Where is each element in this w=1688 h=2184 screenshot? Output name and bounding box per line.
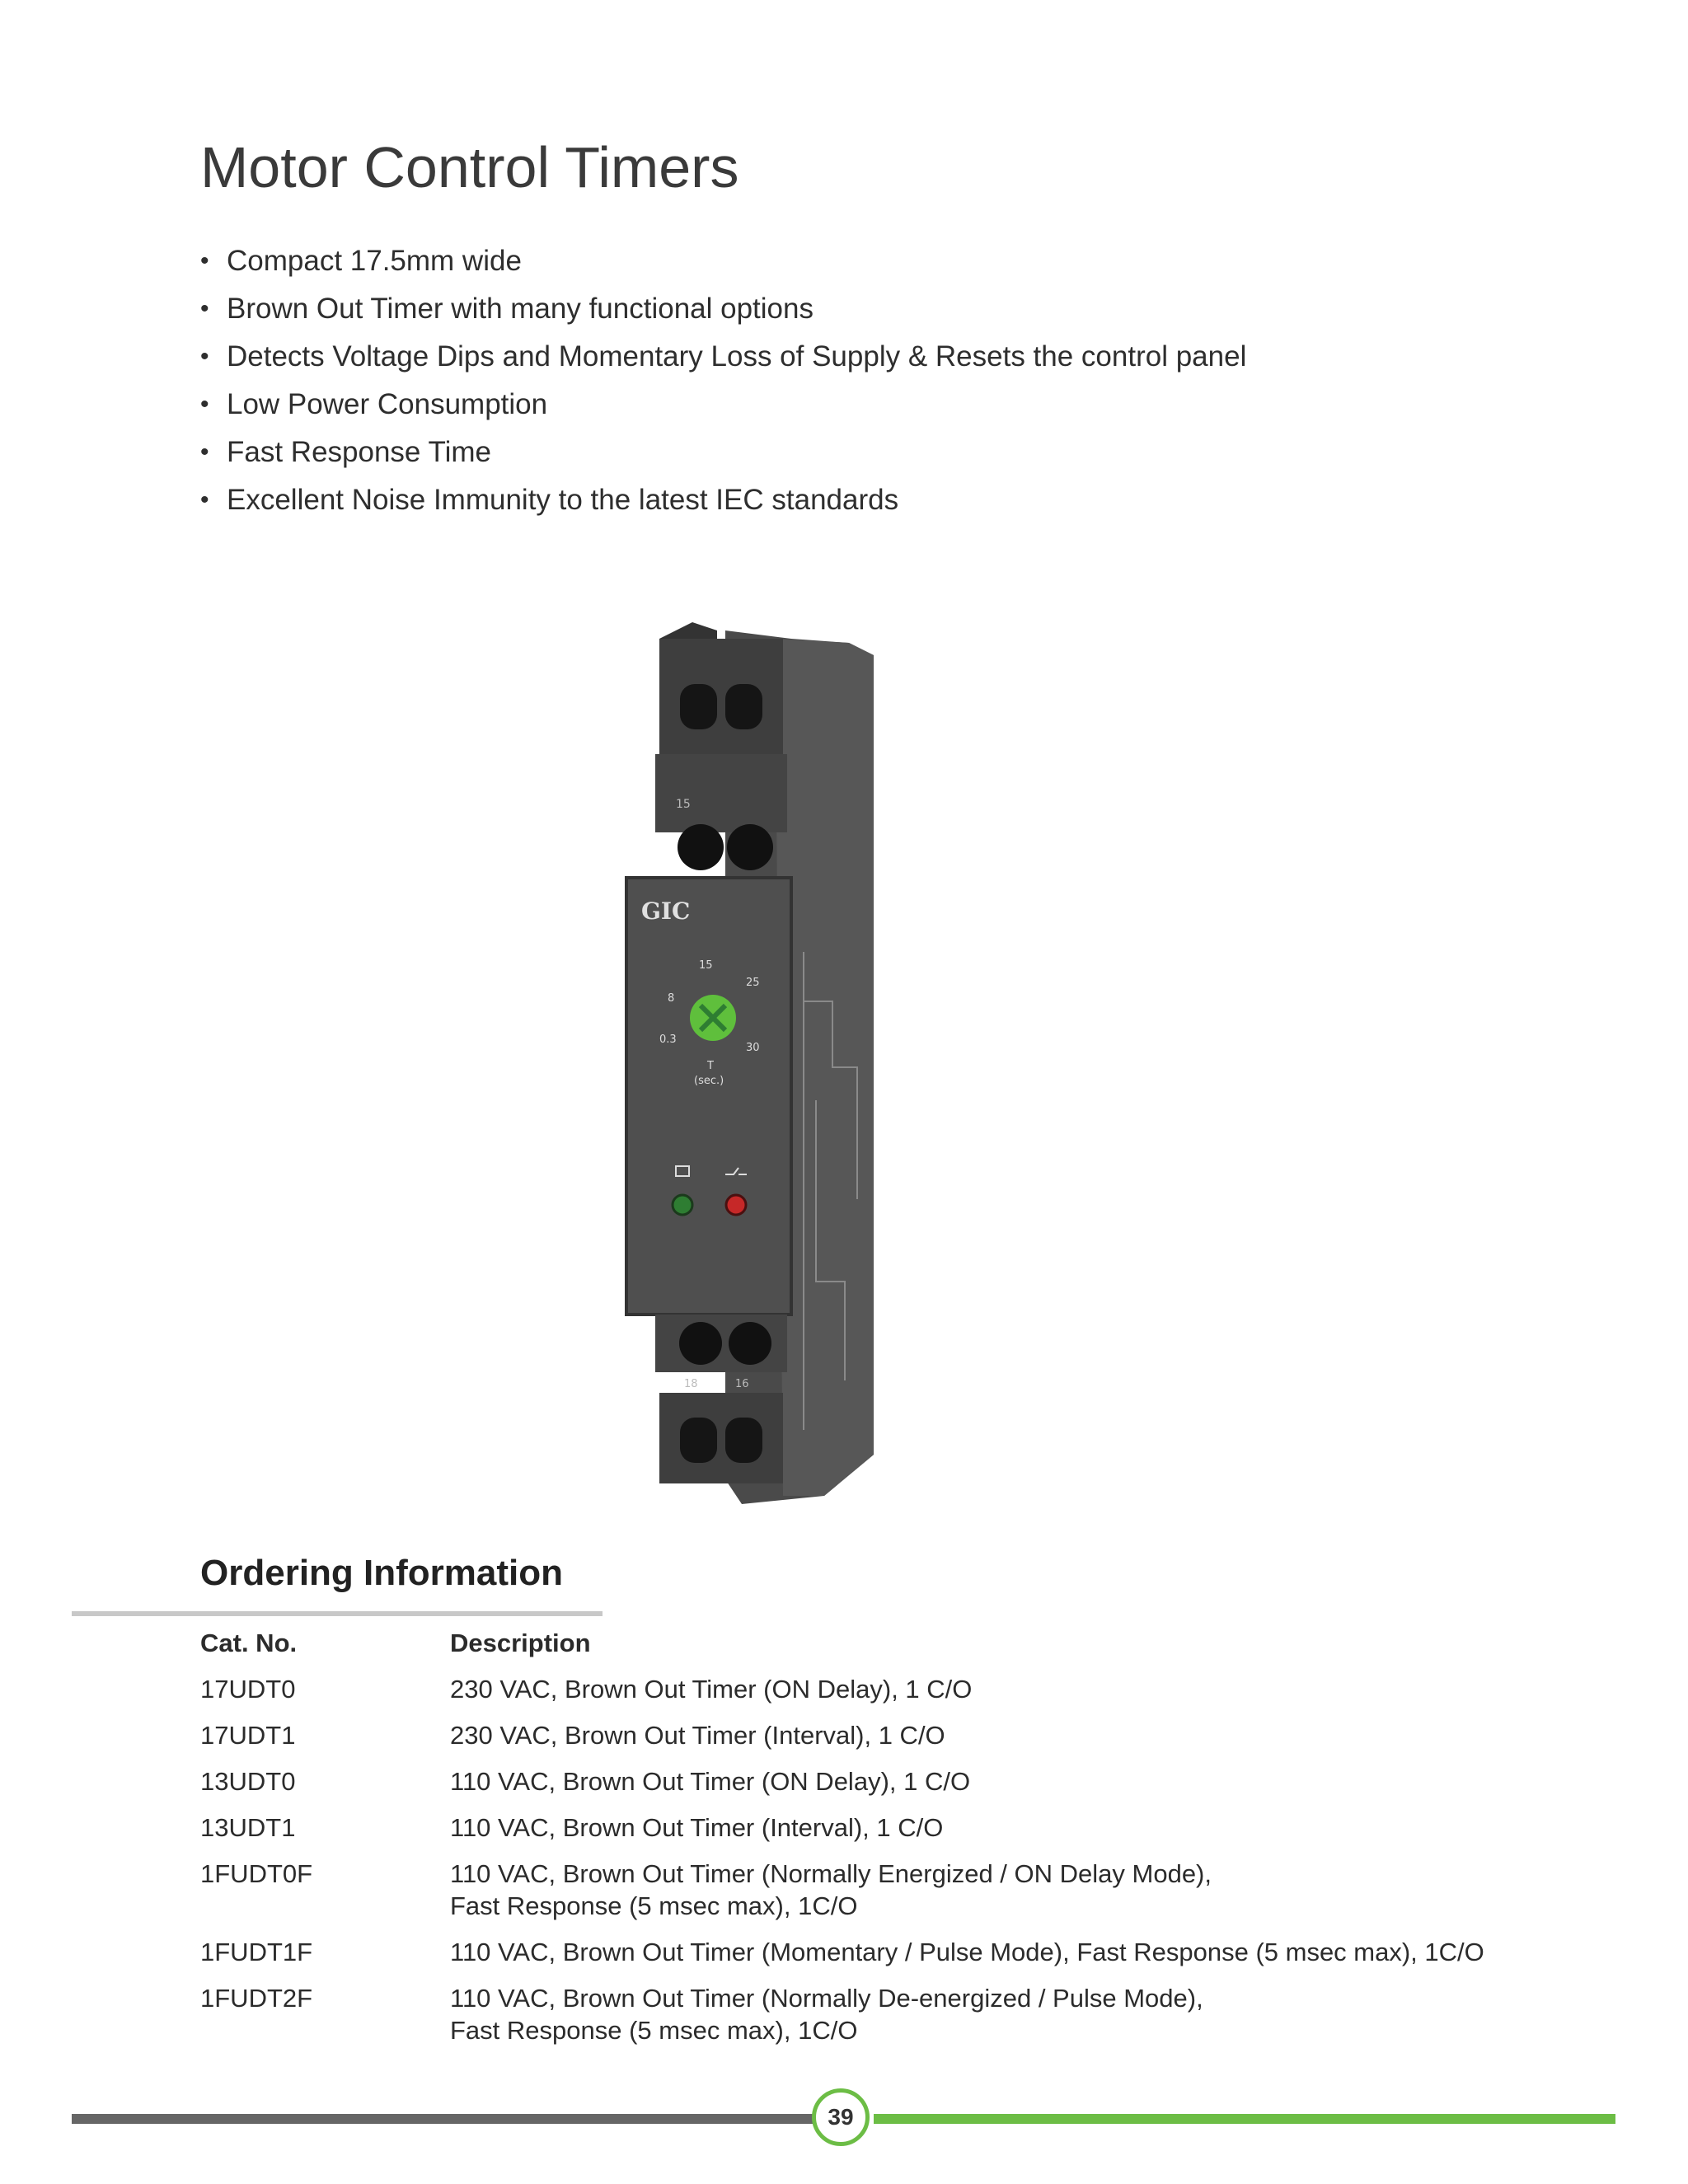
bullet-icon: •	[200, 295, 209, 322]
column-header-description: Description	[450, 1629, 591, 1657]
terminal-label-bottom: 16	[735, 1378, 749, 1390]
cat-no-cell: 17UDT0	[200, 1675, 296, 1704]
feature-list: •Compact 17.5mm wide •Brown Out Timer wi…	[200, 237, 1246, 524]
dial-mark: 0.3	[659, 1033, 677, 1046]
bullet-icon: •	[200, 438, 209, 466]
description-cell: 110 VAC, Brown Out Timer (ON Delay), 1 C…	[450, 1767, 971, 1796]
feature-item: •Low Power Consumption	[200, 381, 1246, 429]
table-row: 1FUDT0F 110 VAC, Brown Out Timer (Normal…	[200, 1858, 1519, 1936]
bullet-icon: •	[200, 343, 209, 370]
table-row: 17UDT1 230 VAC, Brown Out Timer (Interva…	[200, 1719, 1519, 1765]
table-row: 1FUDT2F 110 VAC, Brown Out Timer (Normal…	[200, 1982, 1519, 2060]
cat-no-cell: 1FUDT1F	[200, 1938, 313, 1966]
table-row: 13UDT0 110 VAC, Brown Out Timer (ON Dela…	[200, 1765, 1519, 1811]
table-row: 17UDT0 230 VAC, Brown Out Timer (ON Dela…	[200, 1673, 1519, 1719]
table-row: 13UDT1 110 VAC, Brown Out Timer (Interva…	[200, 1811, 1519, 1858]
feature-item: •Fast Response Time	[200, 429, 1246, 476]
page-number: 39	[812, 2088, 870, 2146]
description-cell: 110 VAC, Brown Out Timer (Normally Energ…	[450, 1859, 1212, 1920]
cat-no-cell: 13UDT0	[200, 1767, 296, 1796]
description-cell: 230 VAC, Brown Out Timer (ON Delay), 1 C…	[450, 1675, 973, 1704]
brand-logo: GIC	[641, 898, 690, 925]
product-image: 15 GIC 15 25 8 0.3 30 T (sec.) 18 16	[625, 622, 874, 1504]
description-cell: 110 VAC, Brown Out Timer (Normally De-en…	[450, 1984, 1203, 2045]
ordering-table: Cat. No. Description 17UDT0 230 VAC, Bro…	[200, 1627, 1519, 2060]
dial-mark: 8	[668, 992, 674, 1005]
dial-mark: 25	[746, 977, 760, 989]
description-cell: 110 VAC, Brown Out Timer (Interval), 1 C…	[450, 1813, 944, 1842]
footer-bar-gray	[72, 2114, 814, 2124]
cat-no-cell: 13UDT1	[200, 1813, 296, 1842]
column-header-cat: Cat. No.	[200, 1629, 298, 1657]
description-cell: 230 VAC, Brown Out Timer (Interval), 1 C…	[450, 1721, 945, 1750]
bullet-icon: •	[200, 486, 209, 513]
dial-mark: 30	[746, 1042, 760, 1054]
cat-no-cell: 1FUDT2F	[200, 1984, 313, 2013]
terminal-label-top: 15	[676, 798, 691, 811]
cat-no-cell: 1FUDT0F	[200, 1859, 313, 1888]
page-title: Motor Control Timers	[200, 135, 739, 199]
dial-unit-label: (sec.)	[694, 1075, 724, 1087]
feature-item: •Compact 17.5mm wide	[200, 237, 1246, 285]
description-cell: 110 VAC, Brown Out Timer (Momentary / Pu…	[450, 1938, 1484, 1966]
cat-no-cell: 17UDT1	[200, 1721, 296, 1750]
footer-bar-green	[874, 2114, 1615, 2124]
feature-item: •Detects Voltage Dips and Momentary Loss…	[200, 333, 1246, 381]
ordering-title: Ordering Information	[200, 1553, 563, 1593]
dial-label: T	[706, 1060, 714, 1072]
bullet-icon: •	[200, 391, 209, 418]
terminal-label-bottom: 18	[684, 1378, 698, 1390]
section-divider	[72, 1611, 603, 1616]
bullet-icon: •	[200, 247, 209, 274]
feature-item: •Excellent Noise Immunity to the latest …	[200, 476, 1246, 524]
table-row: 1FUDT1F 110 VAC, Brown Out Timer (Moment…	[200, 1936, 1519, 1982]
table-header-row: Cat. No. Description	[200, 1627, 1519, 1673]
feature-item: •Brown Out Timer with many functional op…	[200, 285, 1246, 333]
dial-mark: 15	[699, 959, 713, 972]
